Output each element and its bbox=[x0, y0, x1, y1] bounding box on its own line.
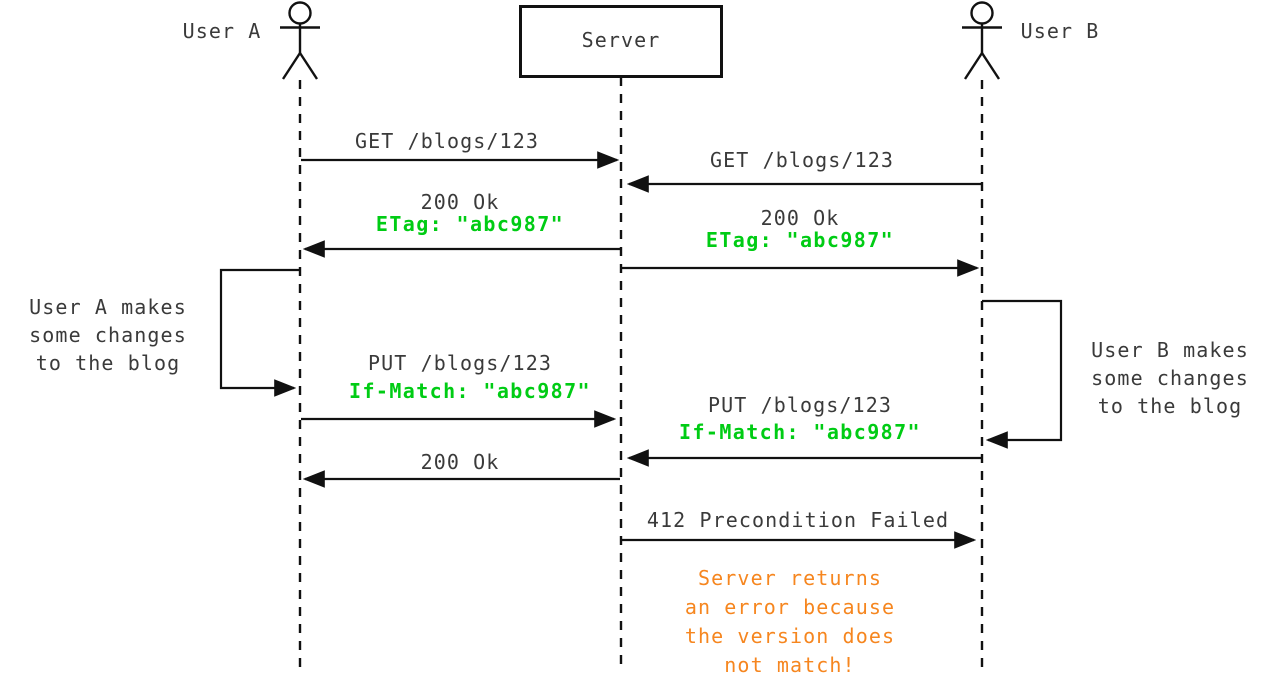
note-line: the version does bbox=[684, 624, 896, 648]
note-line: an error because bbox=[684, 595, 896, 619]
actor-figure-user-a bbox=[280, 1, 320, 80]
actor-figure-user-b bbox=[962, 1, 1002, 80]
note-line: some changes bbox=[29, 323, 187, 347]
message-200-put-usera: 200 Ok bbox=[420, 450, 500, 474]
message-200-userb: 200 Ok bbox=[760, 206, 840, 230]
message-put-userb: PUT /blogs/123 bbox=[708, 393, 892, 417]
note-user-a-changes: User A makes some changes to the blog bbox=[0, 293, 216, 377]
note-line: User B makes bbox=[1091, 338, 1249, 362]
header-ifmatch-userb: If-Match: "abc987" bbox=[679, 420, 921, 444]
message-get-userb: GET /blogs/123 bbox=[710, 148, 894, 172]
header-etag-usera: ETag: "abc987" bbox=[375, 212, 565, 236]
note-line: Server returns bbox=[698, 566, 882, 590]
note-server-error: Server returns an error because the vers… bbox=[590, 564, 990, 680]
message-200-usera: 200 Ok bbox=[420, 190, 500, 214]
message-get-usera: GET /blogs/123 bbox=[355, 129, 539, 153]
header-ifmatch-usera: If-Match: "abc987" bbox=[349, 379, 591, 403]
note-line: some changes bbox=[1091, 366, 1249, 390]
message-412-userb: 412 Precondition Failed bbox=[646, 508, 950, 532]
note-user-b-changes: User B makes some changes to the blog bbox=[1050, 336, 1282, 420]
header-etag-userb: ETag: "abc987" bbox=[705, 228, 895, 252]
note-line: not match! bbox=[724, 653, 856, 677]
note-line: User A makes bbox=[29, 295, 187, 319]
self-loop-user-a bbox=[219, 268, 300, 397]
server-box bbox=[519, 5, 723, 78]
note-line: to the blog bbox=[1097, 394, 1243, 418]
actor-label-user-b: User B bbox=[1020, 19, 1100, 43]
message-put-usera: PUT /blogs/123 bbox=[368, 351, 552, 375]
actor-label-server: Server bbox=[581, 28, 661, 52]
actor-label-user-a: User A bbox=[182, 19, 262, 43]
note-line: to the blog bbox=[35, 351, 181, 375]
self-loop-user-b bbox=[982, 299, 1063, 449]
